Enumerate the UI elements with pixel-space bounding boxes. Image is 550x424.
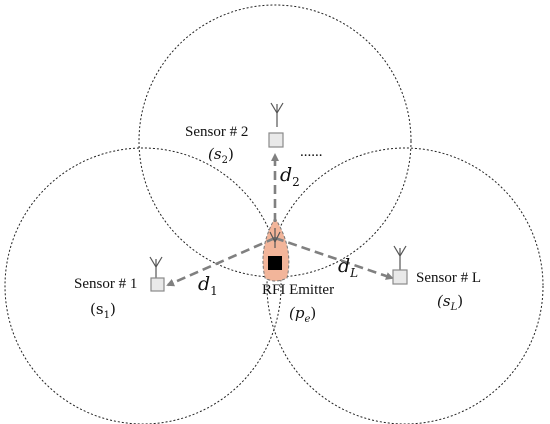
distance-label-d1: d1 [198,273,218,298]
ellipsis: ...... [300,144,323,160]
sensor-1-label: Sensor # 1 [74,276,137,292]
sensor-1-symbol: (s1) [90,300,116,321]
sensor-1-box [150,277,165,292]
emitter-label: RFI Emitter [262,282,334,298]
sensor-2 [268,102,284,148]
sensor-l [392,245,408,285]
distance-label-d2: d2 [280,164,300,189]
sensor-2-symbol: (s2) [208,145,234,166]
emitter-icon [268,256,282,270]
antenna-icon [149,256,163,278]
range-circle-sensor-1 [4,147,282,424]
sensor-l-symbol: (sL) [437,292,463,313]
distance-arrow-dl [274,236,394,280]
rfi-emitter [268,228,282,270]
sensor-l-box [392,269,408,285]
emitter-symbol: (pe) [289,304,316,325]
sensor-1 [149,256,165,292]
range-circle-sensor-l [266,147,544,424]
uncertainty-region [262,217,290,282]
antenna-icon [393,245,407,270]
distance-label-dl: dL [338,255,358,280]
distance-arrow-d1 [166,236,276,287]
sensor-l-label: Sensor # L [416,270,481,286]
sensor-2-label: Sensor # 2 [185,124,248,140]
sensor-2-box [268,132,284,148]
antenna-icon [270,102,284,127]
